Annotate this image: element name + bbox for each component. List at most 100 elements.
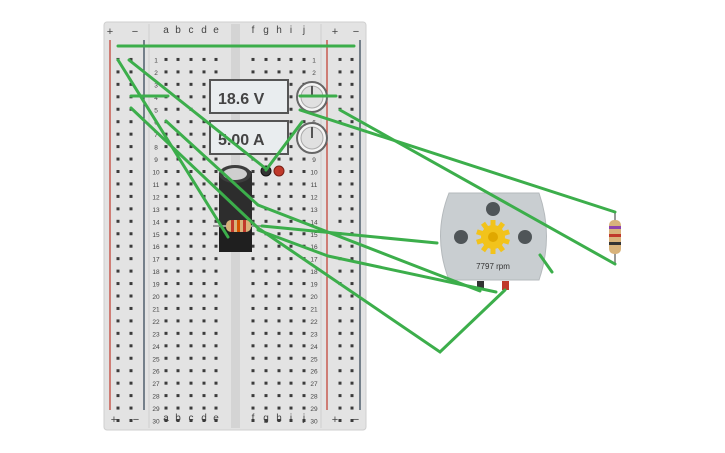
hole-c24[interactable]	[189, 344, 193, 348]
rail-hole-3-30[interactable]	[350, 419, 354, 422]
hole-d3[interactable]	[202, 82, 206, 86]
hole-f10[interactable]	[251, 170, 255, 173]
hole-i8[interactable]	[289, 145, 293, 149]
hole-j24[interactable]	[302, 344, 306, 348]
hole-c23[interactable]	[189, 331, 193, 335]
hole-d8[interactable]	[202, 145, 206, 149]
hole-a18[interactable]	[164, 269, 168, 273]
hole-f30[interactable]	[251, 419, 255, 422]
hole-c14[interactable]	[189, 219, 193, 223]
hole-d15[interactable]	[202, 232, 206, 236]
hole-e9[interactable]	[214, 157, 218, 161]
hole-d20[interactable]	[202, 294, 206, 298]
hole-h28[interactable]	[277, 394, 281, 398]
rail-hole-0-6[interactable]	[116, 120, 120, 124]
hole-j9[interactable]	[302, 157, 306, 161]
hole-a24[interactable]	[164, 344, 168, 348]
hole-e2[interactable]	[214, 70, 218, 74]
hole-e1[interactable]	[214, 57, 218, 61]
hole-i24[interactable]	[289, 344, 293, 348]
hole-f16[interactable]	[251, 244, 255, 248]
hole-f24[interactable]	[251, 344, 255, 348]
rail-hole-0-20[interactable]	[116, 294, 120, 298]
rail-hole-2-28[interactable]	[338, 394, 342, 398]
hole-a20[interactable]	[164, 294, 168, 298]
rail-hole-1-21[interactable]	[129, 306, 133, 310]
rail-hole-1-22[interactable]	[129, 319, 133, 323]
hole-d24[interactable]	[202, 344, 206, 348]
hole-j11[interactable]	[302, 182, 306, 186]
rail-hole-3-27[interactable]	[350, 381, 354, 385]
rail-hole-2-9[interactable]	[338, 157, 342, 161]
hole-a21[interactable]	[164, 306, 168, 310]
hole-b10[interactable]	[176, 170, 180, 173]
hole-e16[interactable]	[214, 244, 218, 248]
hole-i18[interactable]	[289, 269, 293, 273]
rail-hole-3-8[interactable]	[350, 145, 354, 149]
rail-hole-0-21[interactable]	[116, 306, 120, 310]
rail-hole-3-18[interactable]	[350, 269, 354, 273]
hole-i10[interactable]	[289, 170, 293, 173]
hole-c22[interactable]	[189, 319, 193, 323]
hole-e10[interactable]	[214, 170, 218, 173]
hole-c17[interactable]	[189, 257, 193, 261]
rail-hole-0-23[interactable]	[116, 331, 120, 335]
hole-c16[interactable]	[189, 244, 193, 248]
hole-e25[interactable]	[214, 356, 218, 360]
rail-hole-2-10[interactable]	[338, 170, 342, 173]
rail-hole-3-11[interactable]	[350, 182, 354, 186]
rail-hole-2-8[interactable]	[338, 145, 342, 149]
rail-hole-3-14[interactable]	[350, 219, 354, 223]
hole-g29[interactable]	[264, 406, 268, 410]
hole-d5[interactable]	[202, 107, 206, 111]
hole-c15[interactable]	[189, 232, 193, 236]
hole-h18[interactable]	[277, 269, 281, 273]
hole-d19[interactable]	[202, 282, 206, 286]
hole-j29[interactable]	[302, 406, 306, 410]
rail-hole-1-28[interactable]	[129, 394, 133, 398]
hole-g12[interactable]	[264, 194, 268, 198]
rail-hole-0-13[interactable]	[116, 207, 120, 211]
motor-terminal-positive[interactable]	[502, 281, 509, 290]
hole-a9[interactable]	[164, 157, 168, 161]
hole-g20[interactable]	[264, 294, 268, 298]
wire-c[interactable]	[129, 106, 260, 230]
hole-c4[interactable]	[189, 95, 193, 99]
hole-i21[interactable]	[289, 306, 293, 310]
hole-a15[interactable]	[164, 232, 168, 236]
hole-e11[interactable]	[214, 182, 218, 186]
hole-d27[interactable]	[202, 381, 206, 385]
hole-i20[interactable]	[289, 294, 293, 298]
hole-h2[interactable]	[277, 70, 281, 74]
hole-h25[interactable]	[277, 356, 281, 360]
hole-h13[interactable]	[277, 207, 281, 211]
hole-g23[interactable]	[264, 331, 268, 335]
rail-hole-0-3[interactable]	[116, 82, 120, 86]
hole-j15[interactable]	[302, 232, 306, 236]
hole-c18[interactable]	[189, 269, 193, 273]
rail-hole-1-17[interactable]	[129, 257, 133, 261]
hole-d11[interactable]	[202, 182, 206, 186]
hole-j21[interactable]	[302, 306, 306, 310]
hole-e30[interactable]	[214, 419, 218, 422]
hole-h14[interactable]	[277, 219, 281, 223]
hole-e28[interactable]	[214, 394, 218, 398]
hole-b28[interactable]	[176, 394, 180, 398]
hole-a8[interactable]	[164, 145, 168, 149]
hole-b16[interactable]	[176, 244, 180, 248]
rail-hole-2-14[interactable]	[338, 219, 342, 223]
motor-terminal-negative[interactable]	[477, 281, 484, 290]
current-knob[interactable]	[296, 122, 328, 154]
hole-d18[interactable]	[202, 269, 206, 273]
hole-b19[interactable]	[176, 282, 180, 286]
hole-b27[interactable]	[176, 381, 180, 385]
rail-hole-3-7[interactable]	[350, 132, 354, 136]
hole-i9[interactable]	[289, 157, 293, 161]
hole-d17[interactable]	[202, 257, 206, 261]
hole-i16[interactable]	[289, 244, 293, 248]
hole-i13[interactable]	[289, 207, 293, 211]
hole-d22[interactable]	[202, 319, 206, 323]
hole-h23[interactable]	[277, 331, 281, 335]
rail-hole-3-20[interactable]	[350, 294, 354, 298]
hole-a14[interactable]	[164, 219, 168, 223]
